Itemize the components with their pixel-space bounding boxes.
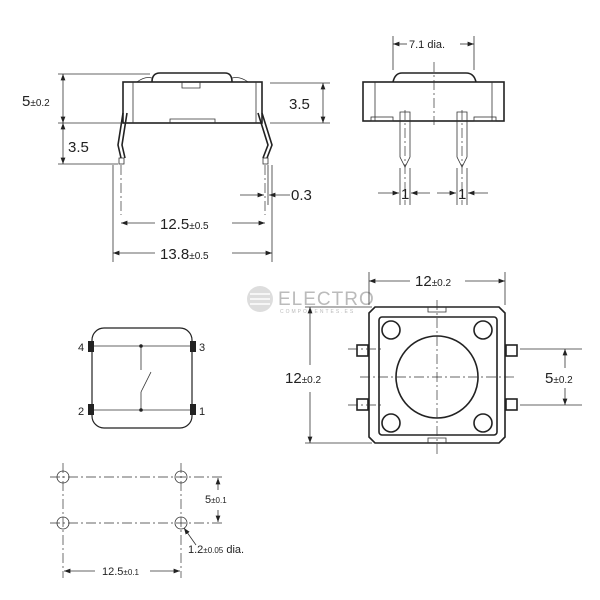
front-view: 7.1 dia. 1 1 bbox=[362, 36, 505, 205]
svg-text:COMPONENTES.ES: COMPONENTES.ES bbox=[280, 309, 355, 315]
terminal-3-label: 3 bbox=[199, 342, 205, 354]
plunger-diameter-label: 7.1 dia. bbox=[409, 39, 445, 51]
pcb-hole-layout: 5±0.1 1.2±0.05 dia. 12.5±0.1 bbox=[50, 463, 244, 578]
terminal-2-label: 2 bbox=[78, 406, 84, 418]
watermark-logo: ELECTRO COMPONENTES.ES bbox=[247, 286, 375, 315]
pin-spacing-label: 12.5±0.5 bbox=[160, 216, 209, 233]
terminal-1-label: 1 bbox=[199, 406, 205, 418]
pin-width-right-label: 1 bbox=[458, 186, 466, 203]
pin-width-left-label: 1 bbox=[401, 186, 409, 203]
terminal-4-label: 4 bbox=[78, 342, 84, 354]
side-view: 5±0.2 3.5 3.5 0.3 12.5±0.5 13.8±0.5 bbox=[22, 72, 330, 263]
hole-diameter-label: 1.2±0.05 dia. bbox=[188, 544, 244, 556]
top-view: 12±0.2 12±0.2 5±0.2 bbox=[285, 272, 582, 455]
top-width-label: 12±0.2 bbox=[415, 273, 452, 290]
pin-thickness-label: 0.3 bbox=[291, 187, 312, 204]
svg-text:ELECTRO: ELECTRO bbox=[278, 289, 375, 310]
switch-schematic: 4 3 2 1 bbox=[78, 327, 205, 429]
top-height-label: 12±0.2 bbox=[285, 370, 322, 387]
row-spacing-label: 5±0.1 bbox=[205, 494, 227, 506]
tab-spacing-label: 5±0.2 bbox=[545, 370, 573, 387]
total-height-label: 5±0.2 bbox=[22, 93, 50, 110]
overall-width-label: 13.8±0.5 bbox=[160, 246, 209, 263]
col-spacing-label: 12.5±0.1 bbox=[102, 566, 139, 578]
body-height-label: 3.5 bbox=[289, 96, 310, 113]
pin-length-label: 3.5 bbox=[68, 139, 89, 156]
